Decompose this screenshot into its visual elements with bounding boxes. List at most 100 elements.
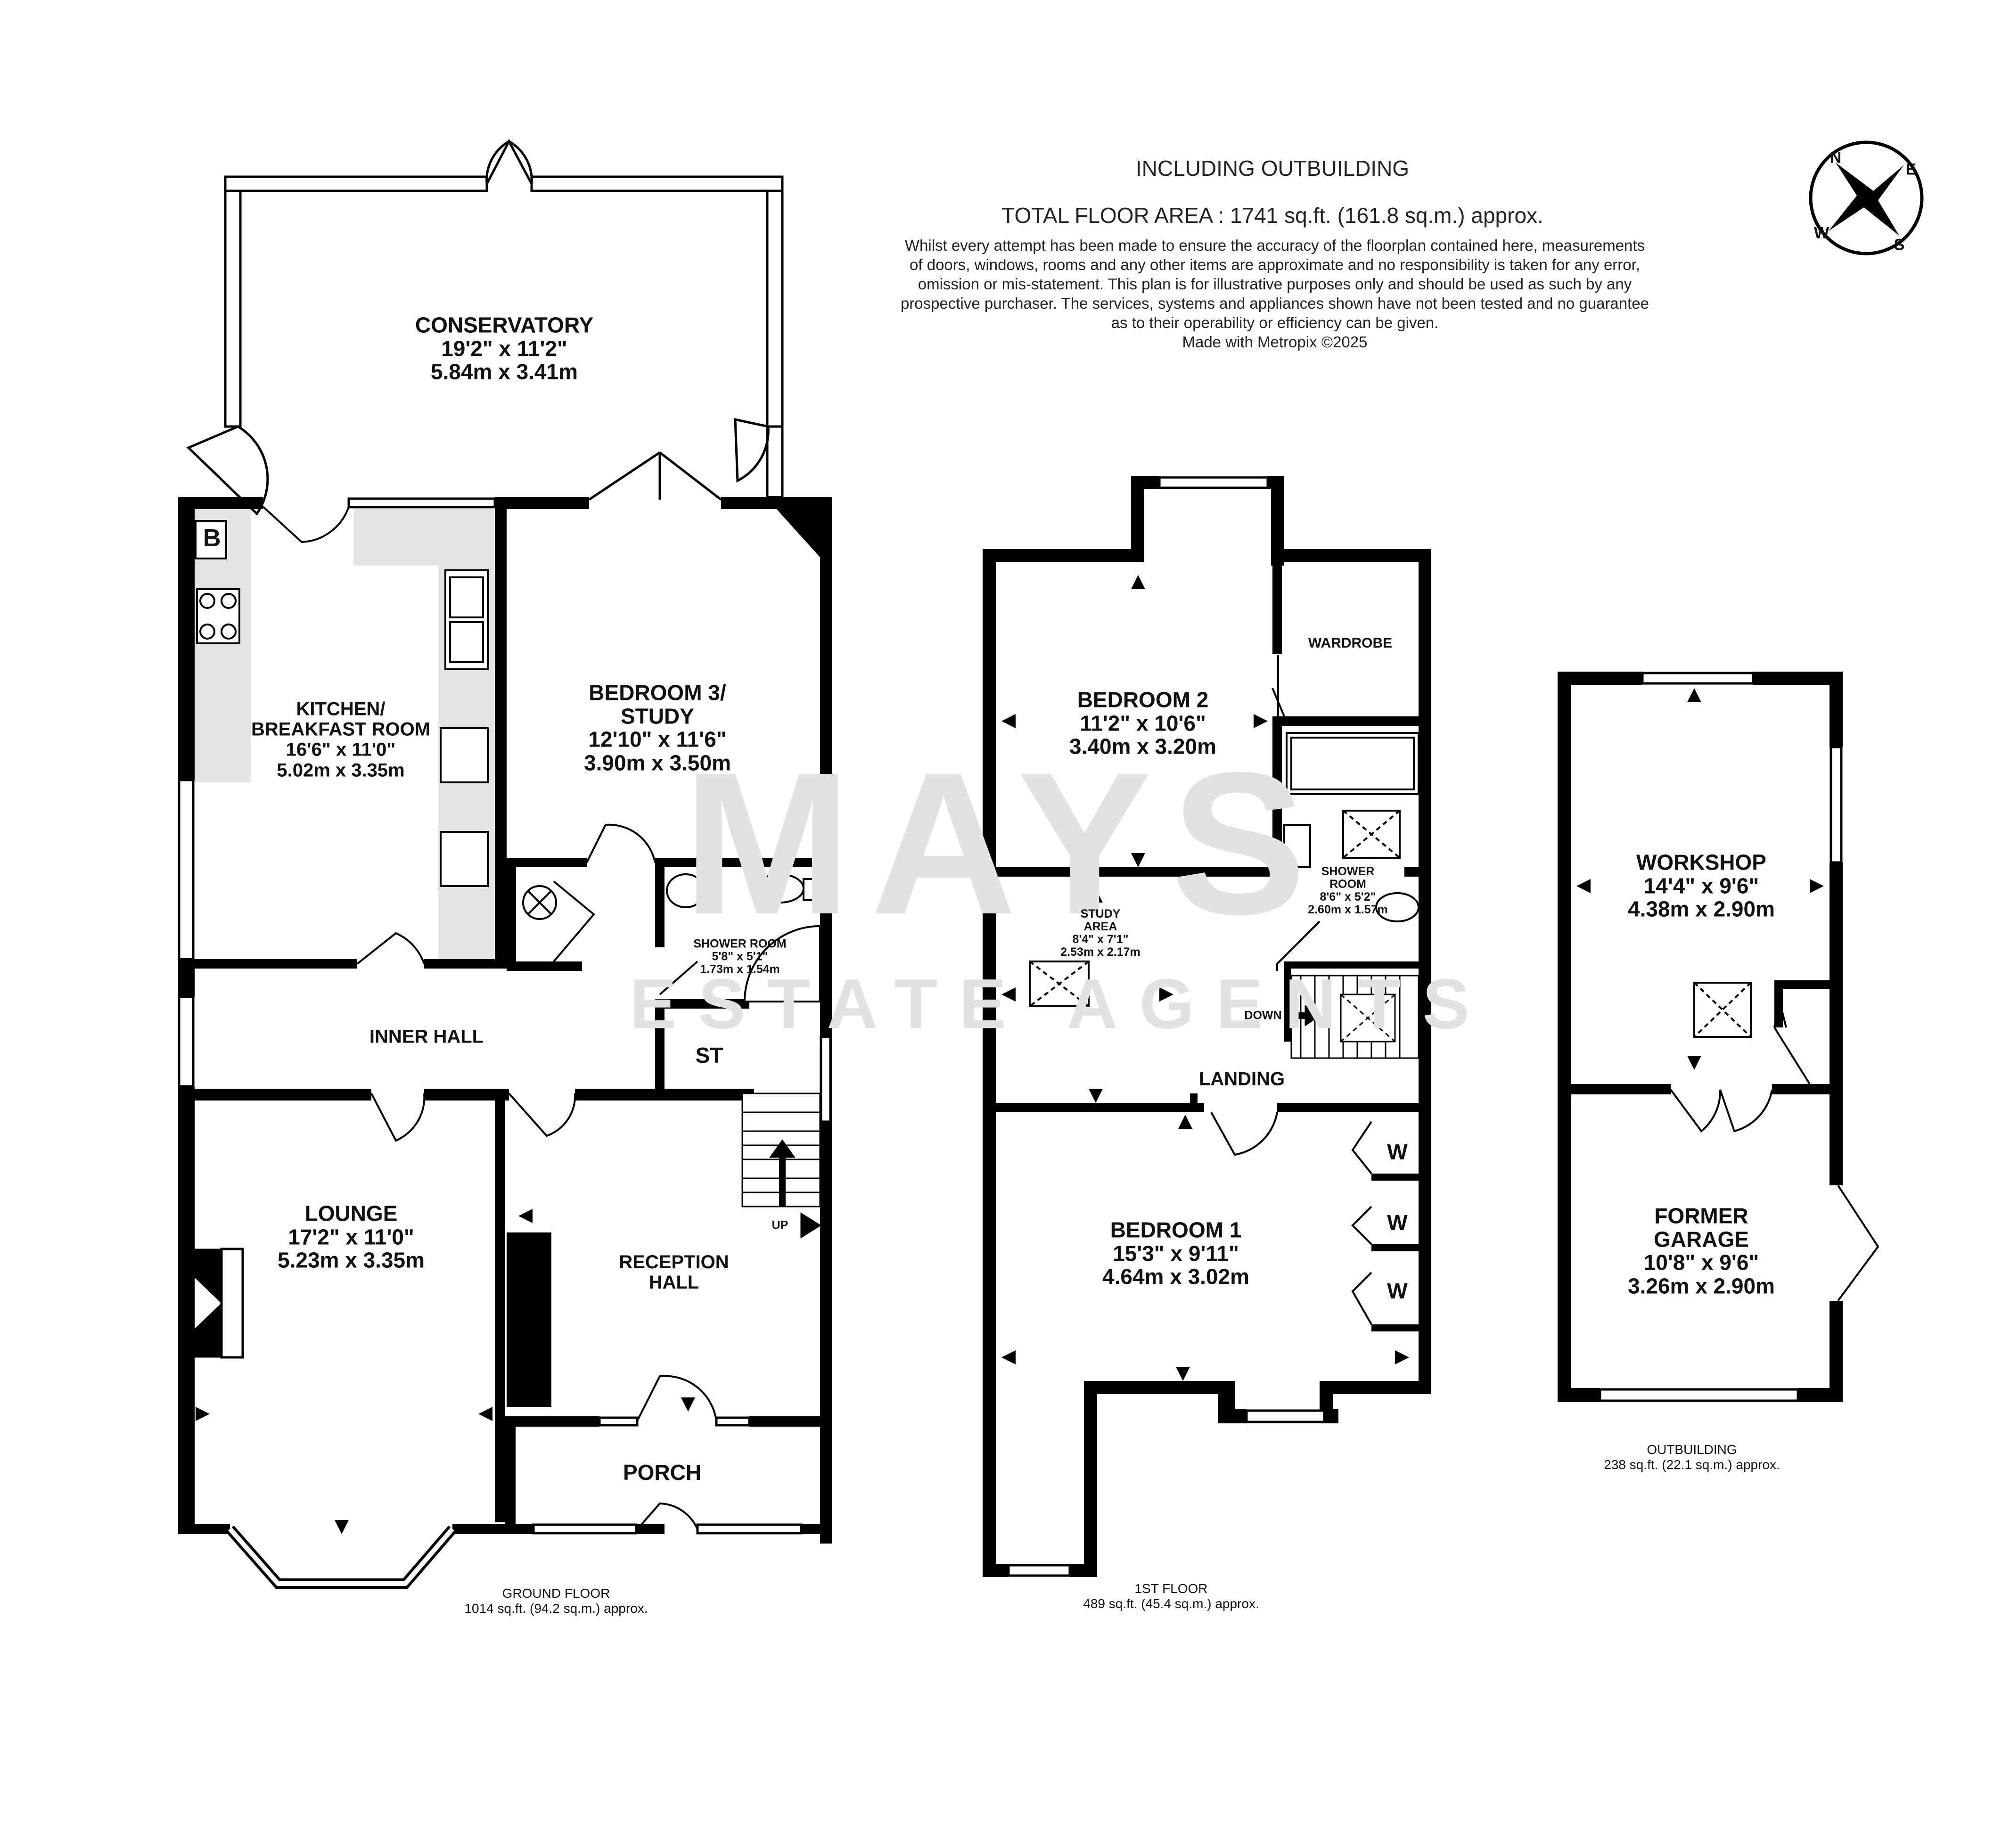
room-workshop: WORKSHOP 14'4" x 9'6" 4.38m x 2.90m <box>1628 851 1775 921</box>
first-floor-walls <box>983 476 1431 1577</box>
room-metric: 2.53m x 2.17m <box>1060 945 1140 959</box>
header-disclaimer: Whilst every attempt has been made to en… <box>839 236 1711 352</box>
room-name: ROOM <box>1329 878 1366 891</box>
outbuilding-plan <box>1558 672 1879 1402</box>
room-metric: 4.38m x 2.90m <box>1627 896 1775 921</box>
room-store: ST <box>695 1043 723 1068</box>
room-shower-room-first: SHOWER ROOM 8'6" x 5'2" 2.60m x 1.57m <box>1308 865 1388 916</box>
compass-east: E <box>1905 160 1917 179</box>
ground-floor-stairs <box>741 1092 821 1239</box>
room-name: LOUNGE <box>304 1201 398 1226</box>
room-metric: 2.60m x 1.57m <box>1308 903 1388 916</box>
room-name: INNER HALL <box>369 1026 484 1047</box>
room-metric: 3.90m x 3.50m <box>583 750 731 775</box>
room-imperial: 10'8" x 9'6" <box>1643 1250 1759 1275</box>
compass-west: W <box>1813 224 1830 242</box>
boiler-label: B <box>203 525 221 552</box>
room-bedroom-3: BEDROOM 3/ STUDY 12'10" x 11'6" 3.90m x … <box>583 680 731 775</box>
room-name: STUDY <box>621 704 694 729</box>
room-imperial: 16'6" x 11'0" <box>286 739 396 760</box>
outbuilding-windows <box>1599 672 1843 1402</box>
outbuilding-label: OUTBUILDING 238 sq.ft. (22.1 sq.m.) appr… <box>1604 1442 1780 1472</box>
disclaimer-line: Made with Metropix ©2025 <box>1182 333 1368 351</box>
conservatory-frame <box>186 139 784 516</box>
room-name: STUDY <box>1080 907 1121 920</box>
room-reception-hall: RECEPTION HALL <box>619 1252 729 1293</box>
first-floor-label: 1ST FLOOR 489 sq.ft. (45.4 sq.m.) approx… <box>1083 1581 1259 1611</box>
room-lounge: LOUNGE 17'2" x 11'0" 5.23m x 3.35m <box>278 1202 425 1272</box>
first-floor-windows <box>1007 476 1326 1577</box>
fridge-icon <box>440 831 489 887</box>
room-imperial: 8'6" x 5'2" <box>1320 890 1376 903</box>
header-including: INCLUDING OUTBUILDING <box>1135 156 1410 181</box>
basin-icon <box>666 873 706 908</box>
room-imperial: 14'4" x 9'6" <box>1643 873 1759 898</box>
first-floor-fixtures <box>1029 732 1419 1007</box>
room-bedroom-2: BEDROOM 2 11'2" x 10'6" 3.40m x 3.20m <box>1069 688 1216 758</box>
floor-area: 1014 sq.ft. (94.2 sq.m.) approx. <box>464 1601 648 1616</box>
room-imperial: 19'2" x 11'2" <box>441 336 567 361</box>
floor-area: 489 sq.ft. (45.4 sq.m.) approx. <box>1083 1596 1259 1611</box>
stairs-down-label: DOWN <box>1244 1009 1282 1022</box>
room-imperial: 11'2" x 10'6" <box>1080 711 1206 736</box>
ground-floor-plan <box>178 139 832 1589</box>
first-floor-plan <box>983 476 1431 1577</box>
first-floor-stairs <box>1289 975 1419 1059</box>
room-name: BEDROOM 3/ <box>589 680 726 705</box>
ground-floor-arrows <box>196 1089 695 1534</box>
room-name: FORMER <box>1654 1203 1748 1228</box>
wardrobe-marker: W <box>1387 1210 1408 1235</box>
room-name: WARDROBE <box>1308 635 1393 651</box>
room-name: LANDING <box>1198 1068 1285 1090</box>
boiler-box <box>195 520 227 559</box>
floor-name: GROUND FLOOR <box>502 1586 610 1601</box>
room-name: SHOWER ROOM <box>693 937 787 951</box>
floor-name: 1ST FLOOR <box>1134 1581 1208 1596</box>
room-name: BEDROOM 2 <box>1077 687 1209 712</box>
outbuilding-doors <box>1670 999 1879 1302</box>
room-shower-room-ground: SHOWER ROOM 5'8" x 5'1" 1.73m x 1.54m <box>693 937 787 976</box>
room-name: PORCH <box>623 1460 702 1485</box>
washing-machine-icon <box>440 727 489 783</box>
room-name: BEDROOM 1 <box>1110 1217 1242 1242</box>
room-name: HALL <box>648 1272 699 1293</box>
watermark-subtitle: ESTATE AGENTS <box>629 964 1492 1043</box>
ground-floor-walls <box>178 497 832 1544</box>
ground-floor-doors <box>262 506 717 1530</box>
room-metric: 1.73m x 1.54m <box>700 962 780 976</box>
room-metric: 5.02m x 3.35m <box>277 760 405 781</box>
room-former-garage: FORMER GARAGE 10'8" x 9'6" 3.26m x 2.90m <box>1627 1203 1775 1298</box>
outbuilding-walls <box>1558 672 1843 1402</box>
floor-area: 238 sq.ft. (22.1 sq.m.) approx. <box>1604 1457 1780 1472</box>
room-name: GARAGE <box>1654 1227 1749 1252</box>
shower-tray-icon <box>744 925 821 1002</box>
ground-floor-windows <box>226 1035 832 1589</box>
disclaimer-line: Whilst every attempt has been made to en… <box>904 237 1645 254</box>
stairs-up-label: UP <box>771 1218 788 1232</box>
room-name: AREA <box>1083 920 1117 933</box>
room-metric: 3.26m x 2.90m <box>1627 1273 1775 1298</box>
room-imperial: 17'2" x 11'0" <box>288 1224 414 1249</box>
floor-name: OUTBUILDING <box>1647 1442 1737 1457</box>
room-name: ST <box>695 1043 723 1068</box>
toilet-icon <box>1375 892 1419 922</box>
room-metric: 3.40m x 3.20m <box>1069 734 1217 759</box>
room-name: CONSERVATORY <box>415 312 594 337</box>
room-name: BREAKFAST ROOM <box>251 719 430 740</box>
compass-north: N <box>1830 148 1842 167</box>
first-floor-doors <box>1210 655 1372 1325</box>
room-imperial: 12'10" x 11'6" <box>588 727 727 752</box>
disclaimer-line: prospective purchaser. The services, sys… <box>900 295 1649 312</box>
room-landing: LANDING <box>1199 1069 1285 1089</box>
room-name: SHOWER <box>1321 865 1375 878</box>
room-name: WORKSHOP <box>1636 850 1766 875</box>
room-name: RECEPTION <box>619 1251 729 1273</box>
room-porch: PORCH <box>623 1461 701 1485</box>
wardrobe-marker: W <box>1387 1279 1408 1304</box>
outbuilding-fixtures <box>1693 982 1752 1038</box>
room-inner-hall: INNER HALL <box>369 1027 484 1047</box>
shower-room-fixtures <box>666 873 821 1002</box>
room-name: KITCHEN/ <box>296 698 386 720</box>
room-metric: 5.84m x 3.41m <box>430 359 578 384</box>
